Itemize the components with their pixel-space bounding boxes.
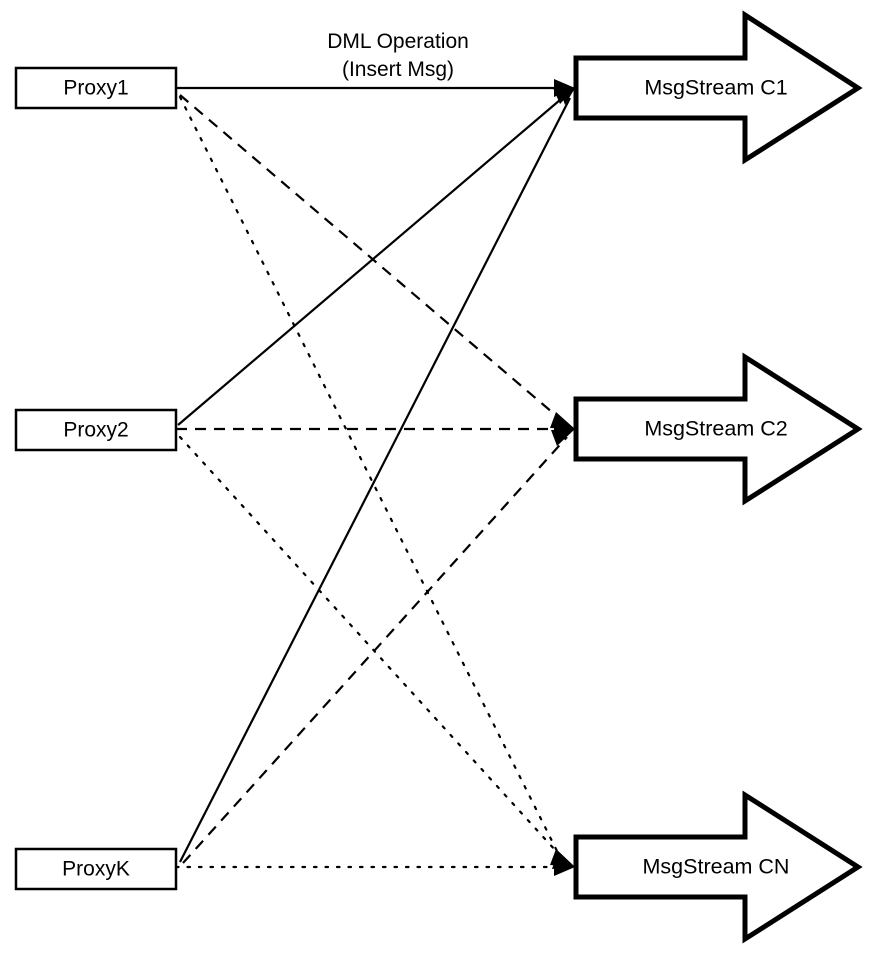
proxy1-box[interactable] bbox=[14, 66, 178, 110]
edge-proxyk-to-c1 bbox=[179, 97, 571, 863]
edge-caption-line1: DML Operation bbox=[327, 30, 469, 53]
node-proxyk[interactable]: ProxyK bbox=[14, 847, 178, 891]
node-proxy2[interactable]: Proxy2 bbox=[14, 408, 178, 452]
edge-arrowheads bbox=[550, 79, 575, 876]
msgstream-c1-arrow-shape[interactable] bbox=[573, 10, 863, 165]
node-msgstream-c2[interactable]: MsgStream C2 bbox=[573, 352, 863, 506]
arrowhead-into-c1-from-proxyk bbox=[557, 81, 575, 105]
proxyk-box[interactable] bbox=[14, 847, 178, 891]
node-proxy1[interactable]: Proxy1 bbox=[14, 66, 178, 110]
msgstream-c1-label: MsgStream C1 bbox=[644, 76, 787, 100]
connection-edges bbox=[174, 86, 571, 869]
edge-proxy2-to-c1 bbox=[177, 93, 568, 426]
edge-proxyk-to-c2 bbox=[182, 436, 568, 864]
proxyk-label: ProxyK bbox=[62, 858, 130, 881]
node-msgstream-c1[interactable]: MsgStream C1 bbox=[573, 10, 863, 165]
edge-proxy1-to-cn bbox=[178, 95, 565, 865]
proxy2-label: Proxy2 bbox=[63, 419, 128, 442]
arrowhead-into-c2-from-proxyk bbox=[551, 429, 575, 446]
msgstream-cn-arrow-shape[interactable] bbox=[573, 790, 863, 944]
msgstream-c2-label: MsgStream C2 bbox=[644, 417, 787, 441]
arrowhead-into-cn-from-proxyk bbox=[554, 858, 575, 876]
edge-caption-line2: (Insert Msg) bbox=[342, 58, 454, 81]
proxy2-box[interactable] bbox=[14, 408, 178, 452]
node-msgstream-cn[interactable]: MsgStream CN bbox=[573, 790, 863, 944]
msgstream-cn-label: MsgStream CN bbox=[643, 855, 790, 879]
proxy1-label: Proxy1 bbox=[63, 77, 128, 100]
msgstream-c2-arrow-shape[interactable] bbox=[573, 352, 863, 506]
edge-proxy2-to-cn bbox=[178, 435, 567, 863]
edge-caption-dml-operation: DML Operation (Insert Msg) bbox=[327, 30, 469, 81]
